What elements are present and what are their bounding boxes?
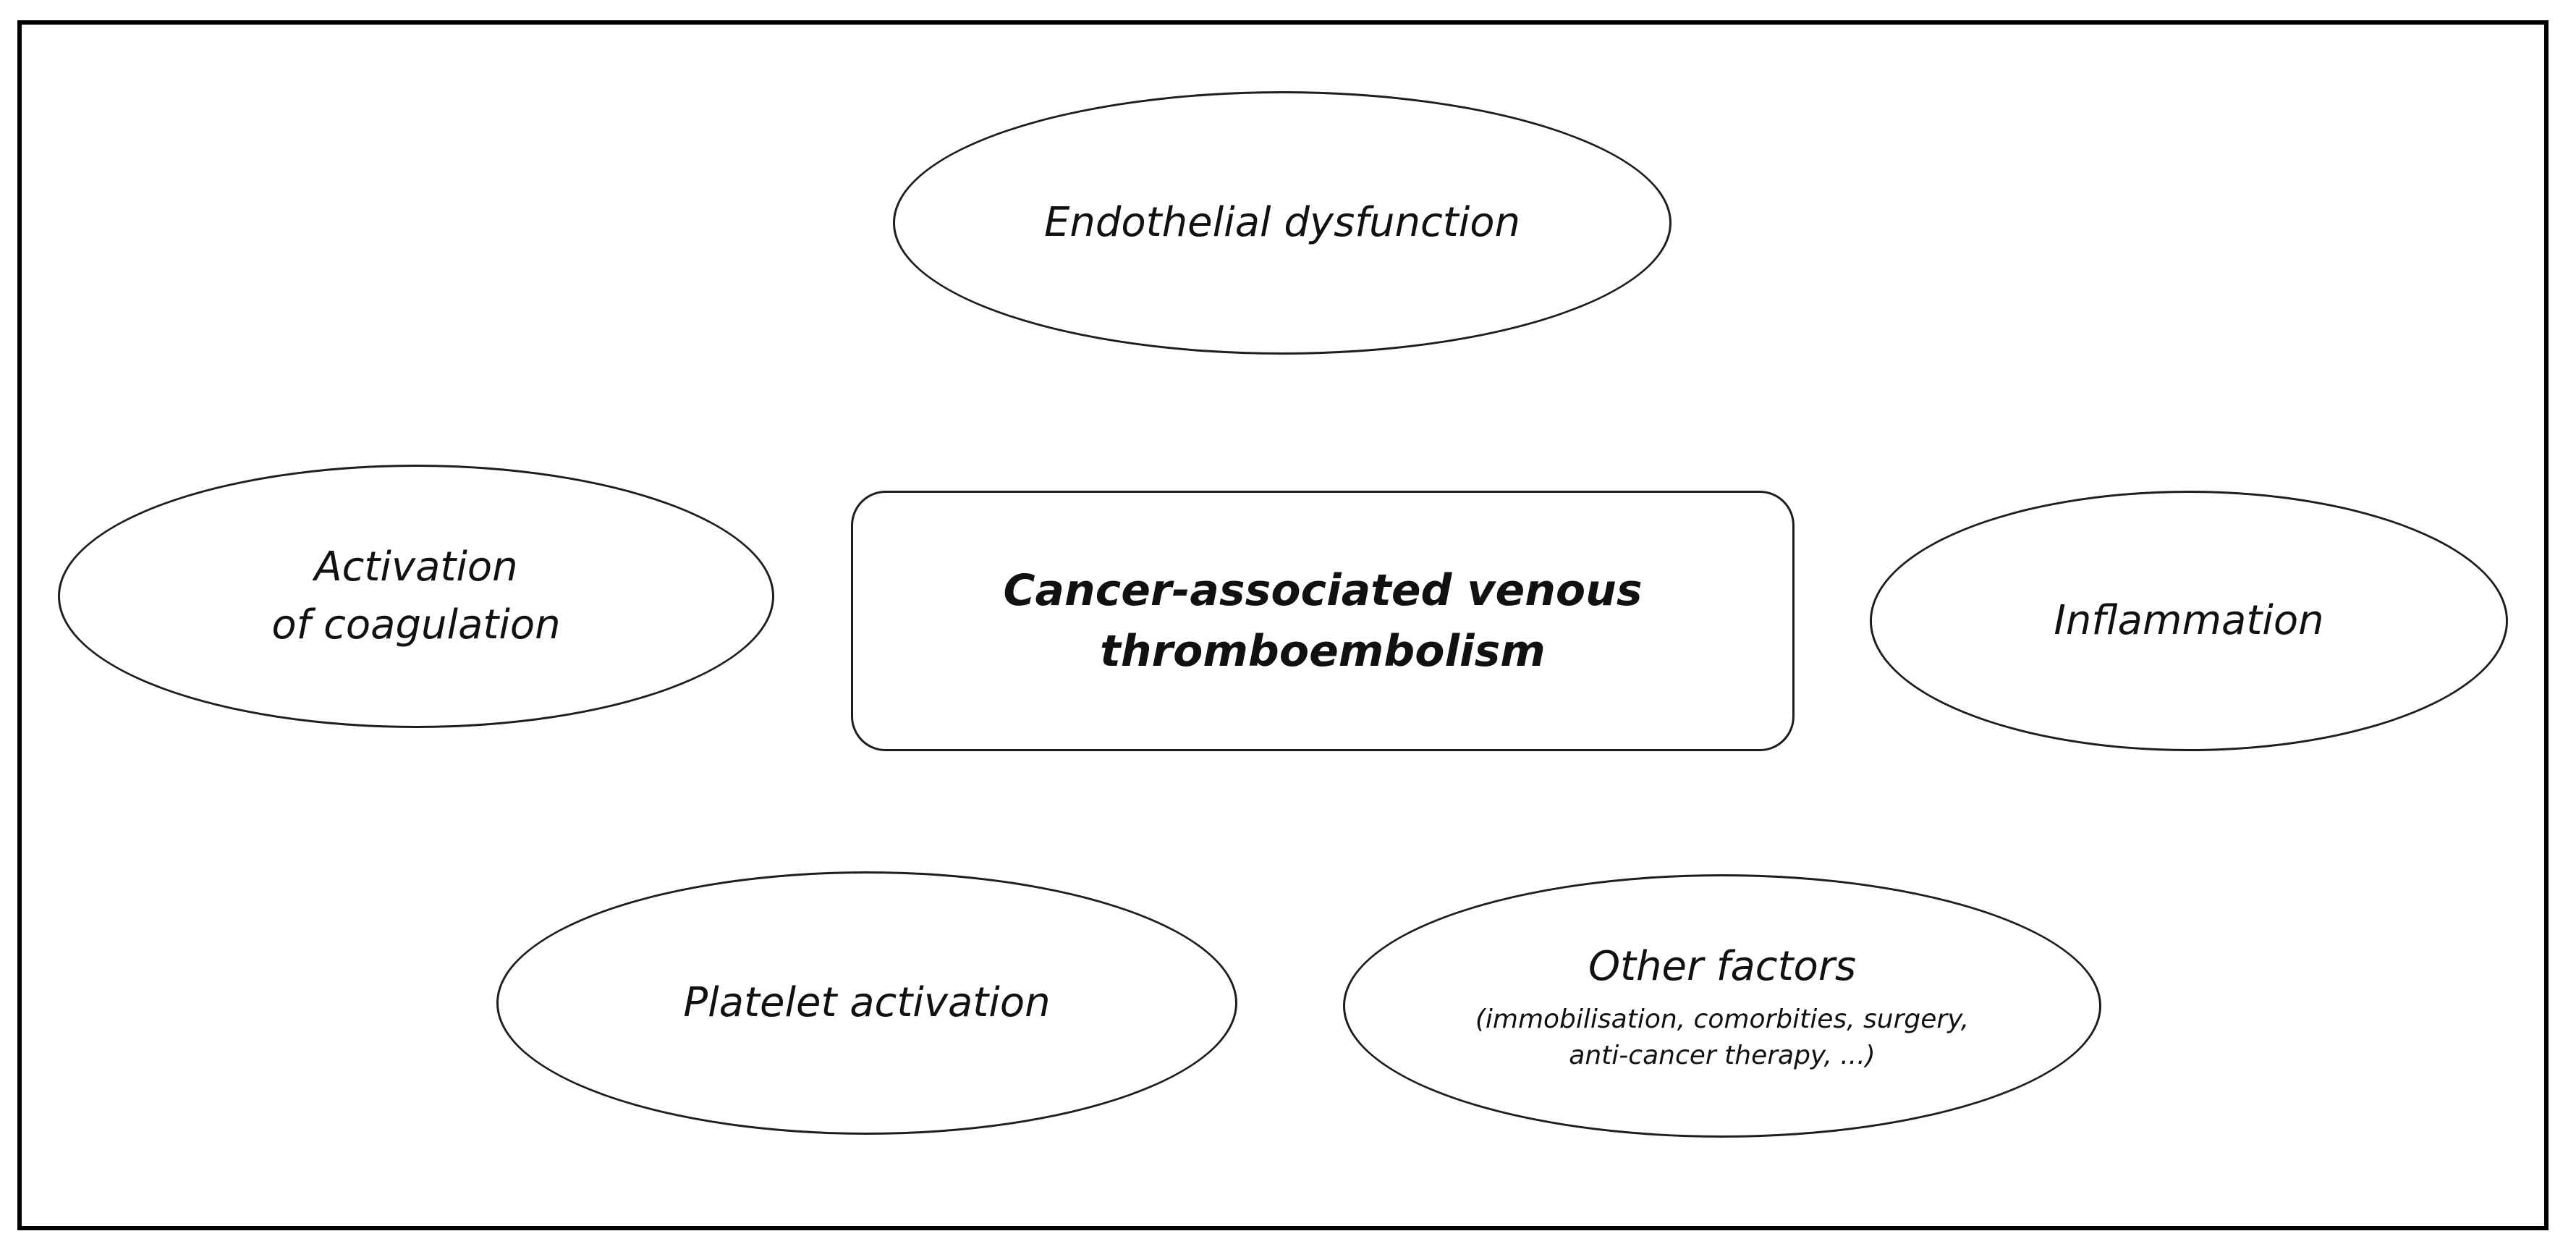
activation-of-coagulation-label-line2: of coagulation (271, 601, 561, 648)
central-concept-box: Cancer-associated venous thromboembolism (851, 491, 1795, 751)
other-factors-title: Other factors (1588, 943, 1857, 990)
platelet-activation-node: Platelet activation (496, 871, 1237, 1135)
activation-of-coagulation-label-line1: Activation (314, 543, 518, 591)
figure-frame (17, 20, 2549, 1230)
endothelial-dysfunction-label: Endothelial dysfunction (1044, 199, 1520, 246)
endothelial-dysfunction-node: Endothelial dysfunction (893, 91, 1672, 355)
inflammation-node: Inflammation (1870, 491, 2508, 751)
other-factors-node: Other factors (immobilisation, comorbiti… (1343, 874, 2101, 1138)
inflammation-label: Inflammation (2054, 597, 2324, 644)
other-factors-detail-line2: anti-cancer therapy, ...) (1569, 1041, 1876, 1070)
central-concept-label-line1: Cancer-associated venous (1003, 565, 1643, 616)
platelet-activation-label: Platelet activation (683, 979, 1051, 1026)
other-factors-detail-line1: (immobilisation, comorbities, surgery, (1475, 1004, 1970, 1034)
activation-of-coagulation-node: Activation of coagulation (58, 465, 774, 728)
central-concept-label-line2: thromboembolism (1100, 626, 1546, 677)
